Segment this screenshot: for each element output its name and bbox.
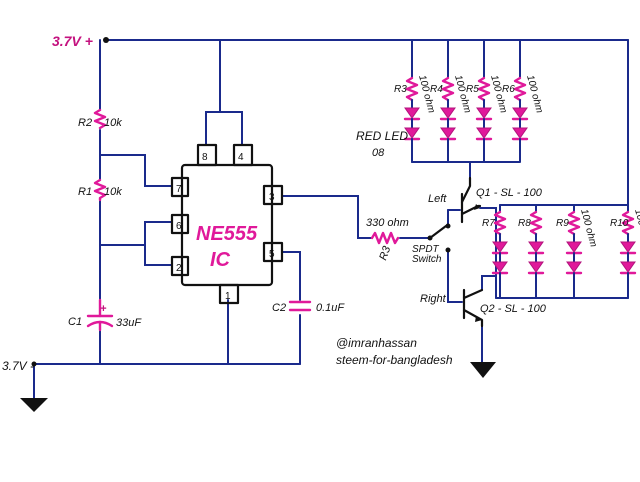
bottom-bank-resistor-name-2: R8	[518, 218, 531, 229]
ic-name: NE555	[196, 223, 258, 245]
pin-3-label: 3	[269, 192, 275, 203]
switch-right-label: Right	[420, 293, 447, 305]
bottom-bank-resistor-1	[493, 210, 507, 236]
resistor-r2: R2 10k	[78, 108, 122, 130]
c2-value: 0.1uF	[316, 302, 345, 314]
resistor-330: 330 ohm R3	[366, 217, 409, 262]
top-bank-led-b-2	[440, 127, 456, 139]
transistor-q1: Q1 - SL - 100	[460, 176, 543, 224]
pin-4	[232, 143, 254, 167]
top-bank-resistor-name-4: R6	[502, 84, 515, 95]
pin-3	[262, 184, 284, 206]
bottom-bank-led-b-3	[566, 261, 582, 273]
author-credit: @imranhassan	[336, 336, 417, 350]
pin-2-label: 2	[176, 263, 182, 274]
top-bank-resistor-1	[405, 76, 419, 102]
top-bank-resistor-name-3: R5	[466, 84, 479, 95]
ic-suffix: IC	[210, 249, 231, 271]
wiring	[33, 39, 629, 399]
bottom-bank-resistor-3	[567, 210, 581, 236]
c1-name: C1	[68, 316, 82, 328]
pin-8	[196, 143, 218, 167]
c1-plus-sign: +	[100, 303, 107, 315]
switch-name: SPDT	[412, 244, 440, 255]
bottom-bank-branch-1: R7	[482, 210, 509, 275]
bottom-bank-branch-2: R8	[518, 210, 545, 275]
top-bank-led-a-1	[404, 107, 420, 119]
pin-7	[170, 176, 190, 198]
top-bank-resistor-2	[441, 76, 455, 102]
community-credit: steem-for-bangladesh	[336, 353, 453, 367]
top-bank-led-a-3	[476, 107, 492, 119]
transistor-q2: Q2 - SL - 100	[462, 288, 547, 328]
led-count: 08	[372, 147, 385, 159]
pin-1-label: 1	[225, 291, 231, 302]
pin-6	[170, 213, 190, 235]
r330-name: R3	[377, 244, 393, 262]
resistor-r1: R1 10k	[78, 178, 122, 202]
top-bank-led-a-2	[440, 107, 456, 119]
supply-positive-label: 3.7V +	[52, 33, 93, 49]
bottom-bank-resistor-name-4: R10	[610, 218, 629, 229]
bottom-bank-led-b-4	[620, 261, 636, 273]
bottom-bank-resistor-4	[621, 210, 635, 236]
ground-symbol-right	[470, 362, 496, 378]
pin-4-label: 4	[238, 152, 244, 163]
top-bank-led-b-4	[512, 127, 528, 139]
pin-5	[262, 241, 284, 263]
q1-name: Q1 - SL - 100	[476, 187, 543, 199]
pin-6-label: 6	[176, 221, 182, 232]
bottom-bank-led-a-4	[620, 241, 636, 253]
led-label: RED LED	[356, 129, 408, 143]
bottom-bank-led-a-2	[528, 241, 544, 253]
capacitor-c2: C2 0.1uF	[272, 300, 345, 314]
top-bank-led-b-1	[404, 127, 420, 139]
r2-name: R2	[78, 117, 92, 129]
spdt-switch: SPDT Switch Left Right	[412, 193, 451, 305]
positive-terminal: 3.7V +	[52, 33, 109, 49]
switch-left-label: Left	[428, 193, 447, 205]
q2-name: Q2 - SL - 100	[480, 303, 547, 315]
ground-symbol-left	[20, 398, 48, 412]
top-bank-resistor-name-1: R3	[394, 84, 407, 95]
pin-7-label: 7	[176, 184, 182, 195]
r2-value: 10k	[104, 117, 122, 129]
bottom-bank-led-b-2	[528, 261, 544, 273]
top-bank-resistor-name-2: R4	[430, 84, 443, 95]
pin-5-label: 5	[269, 249, 275, 260]
r1-name: R1	[78, 186, 92, 198]
r1-value: 10k	[104, 186, 122, 198]
bottom-bank-resistor-name-1: R7	[482, 218, 495, 229]
top-bank-resistor-4	[513, 76, 527, 102]
negative-terminal: 3.7V -	[2, 359, 37, 373]
top-bank-resistor-3	[477, 76, 491, 102]
capacitor-c1: + C1 33uF	[68, 298, 142, 332]
pin-8-label: 8	[202, 152, 208, 163]
bottom-bank-resistor-name-3: R9	[556, 218, 569, 229]
top-bank-led-a-4	[512, 107, 528, 119]
supply-negative-label: 3.7V -	[2, 359, 34, 373]
c2-name: C2	[272, 302, 286, 314]
ne555-ic: 8 4 7 6 2 3 5 1 NE555 IC	[170, 143, 284, 305]
top-bank-led-b-3	[476, 127, 492, 139]
pin-2	[170, 255, 190, 277]
bottom-bank-led-b-1	[492, 261, 508, 273]
switch-subtitle: Switch	[412, 254, 442, 265]
c1-value: 33uF	[116, 317, 142, 329]
pin-1	[218, 283, 240, 305]
r330-value: 330 ohm	[366, 217, 409, 229]
bottom-bank-led-a-1	[492, 241, 508, 253]
bottom-bank-led-a-3	[566, 241, 582, 253]
bottom-bank-resistor-2	[529, 210, 543, 236]
